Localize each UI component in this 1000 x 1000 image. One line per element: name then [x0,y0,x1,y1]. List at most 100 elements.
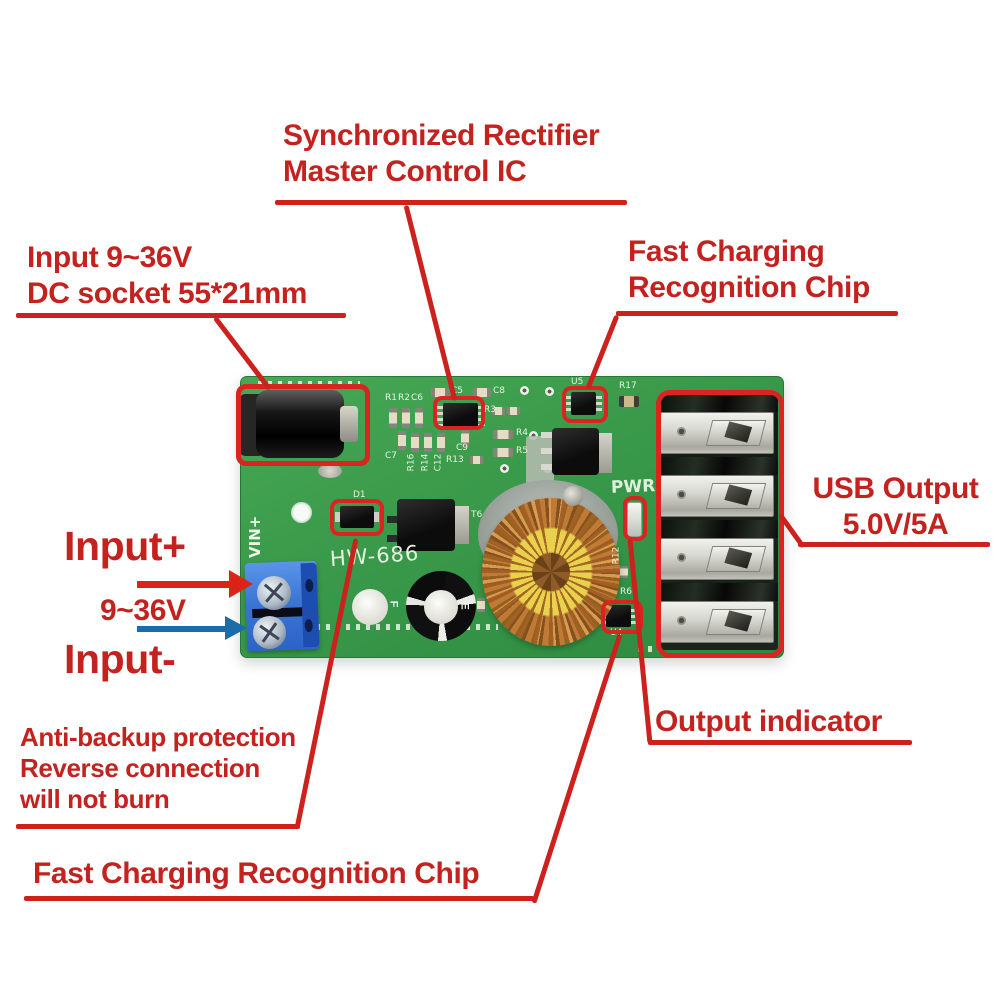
annotation-input-minus: Input- [64,636,176,682]
usb-opening [660,520,778,538]
usb-opening [660,457,778,475]
toroid-inductor [482,498,620,646]
screw-head [563,486,583,506]
underline-anti-backup [16,824,300,829]
annotation-line: Master Control IC [283,155,527,188]
underline-usb-output [798,542,990,547]
silkscreen-label: R6 [620,587,632,597]
resistor-r17 [619,396,639,407]
mosfet-1 [397,499,455,551]
underline-output-indicator [648,740,912,745]
solder-pad-row [316,624,498,630]
ic-legs [436,406,443,426]
smd-resistor [492,407,505,415]
mosfet-2 [552,428,599,475]
terminal-flange [300,562,320,648]
annotation-line: USB Output [812,472,979,505]
underline-dc-input [16,313,346,318]
mounting-hole [291,502,312,523]
vin-silkscreen: VIN+ [246,515,264,558]
smd-resistor [493,448,513,457]
usb-shell-hole [677,553,686,562]
annotation-line: 5.0V/5A [842,508,949,541]
usb-shell [660,412,774,454]
terminal-hole [305,578,314,593]
underline-fast-chip-top [616,311,898,316]
annotation-line: Reverse connection [20,753,260,783]
mosfet-legs [541,448,553,454]
dc-jack-tip [340,406,358,442]
power-led [627,502,642,537]
annotation-line: DC socket 55*21mm [27,277,308,310]
silkscreen-label: C7 [385,451,398,461]
mosfet-tab [454,506,469,544]
diode-d1 [340,506,374,528]
mosfet-tab [597,433,612,473]
fast-charge-chip-bottom [606,605,631,627]
leader-sync-ic [403,204,458,402]
smd-capacitor [473,388,491,397]
silkscreen-label: R13 [446,455,464,465]
smd-capacitor [437,433,445,452]
highlight-box-fast-chip-bottom [601,600,643,634]
thermal-pad [526,436,554,488]
usb-shell [660,538,774,580]
annotation-output-indicator: Output indicator [655,705,882,738]
annotation-anti-backup: Anti-backup protection Reverse connectio… [20,722,296,815]
via-pad [529,431,538,440]
mosfet-legs [387,516,397,523]
leader-fast-chip-bottom [531,633,623,904]
silkscreen-label: R1 [385,393,397,403]
input-minus-arrow [137,626,227,632]
resistor-r12 [620,566,628,578]
silkscreen-label: C5 [451,386,464,396]
silkscreen-label: D1 [353,490,366,500]
silkscreen-label: U5 [571,377,584,387]
dc-jack-body [256,390,344,458]
capacitor-mark: F [387,600,400,608]
silkscreen-label: R12 [611,546,622,565]
via-pad [500,464,509,473]
highlight-box-fast-chip-top [562,386,608,423]
smd-resistor [507,407,520,415]
sync-rectifier-ic [443,403,478,427]
usb-port-stack [660,394,778,650]
annotation-fast-chip-top: Fast Charging Recognition Chip [628,234,870,306]
smd-resistor [398,431,406,450]
annotation-line: Recognition Chip [628,271,870,304]
underline-fast-chip-bottom [24,896,534,901]
smd-resistor [470,456,483,464]
highlight-box-sync-ic [433,396,485,430]
silkscreen-label: R4 [516,428,528,438]
silkscreen-label: R3 [484,405,496,415]
solder-pad-row [638,646,662,652]
solder-joint [318,464,342,478]
smd-capacitor [461,430,469,446]
highlight-box-usb-ports [656,390,784,658]
annotation-fast-chip-bottom: Fast Charging Recognition Chip [33,857,480,890]
underline-sync-ic [275,200,627,205]
usb-opening [660,394,778,412]
terminal-screw-minus [253,616,286,649]
annotation-line: Synchronized Rectifier [283,119,600,152]
smd-capacitor [431,388,449,397]
annotation-line: will not burn [20,784,170,814]
fast-charge-chip-top [571,392,596,415]
annotation-line: Anti-backup protection [20,722,296,752]
silkscreen-label: T6 [471,510,483,520]
usb-opening [660,583,778,601]
silkscreen-label: R5 [516,446,528,456]
mosfet-legs [387,535,397,542]
usb-shell-hole [677,427,686,436]
highlight-box-dc-socket [236,384,370,466]
highlight-box-diode-d1 [330,499,384,536]
silkscreen-label: C12 [433,453,444,472]
silkscreen-label: C6 [411,393,424,403]
smd-capacitor [477,598,485,612]
annotation-usb-output: USB Output 5.0V/5A [798,471,993,543]
capacitor-mark: E [458,602,471,610]
silkscreen-label: R2 [398,393,410,403]
ic-legs [596,396,602,412]
silkscreen-label: R14 [420,453,431,472]
